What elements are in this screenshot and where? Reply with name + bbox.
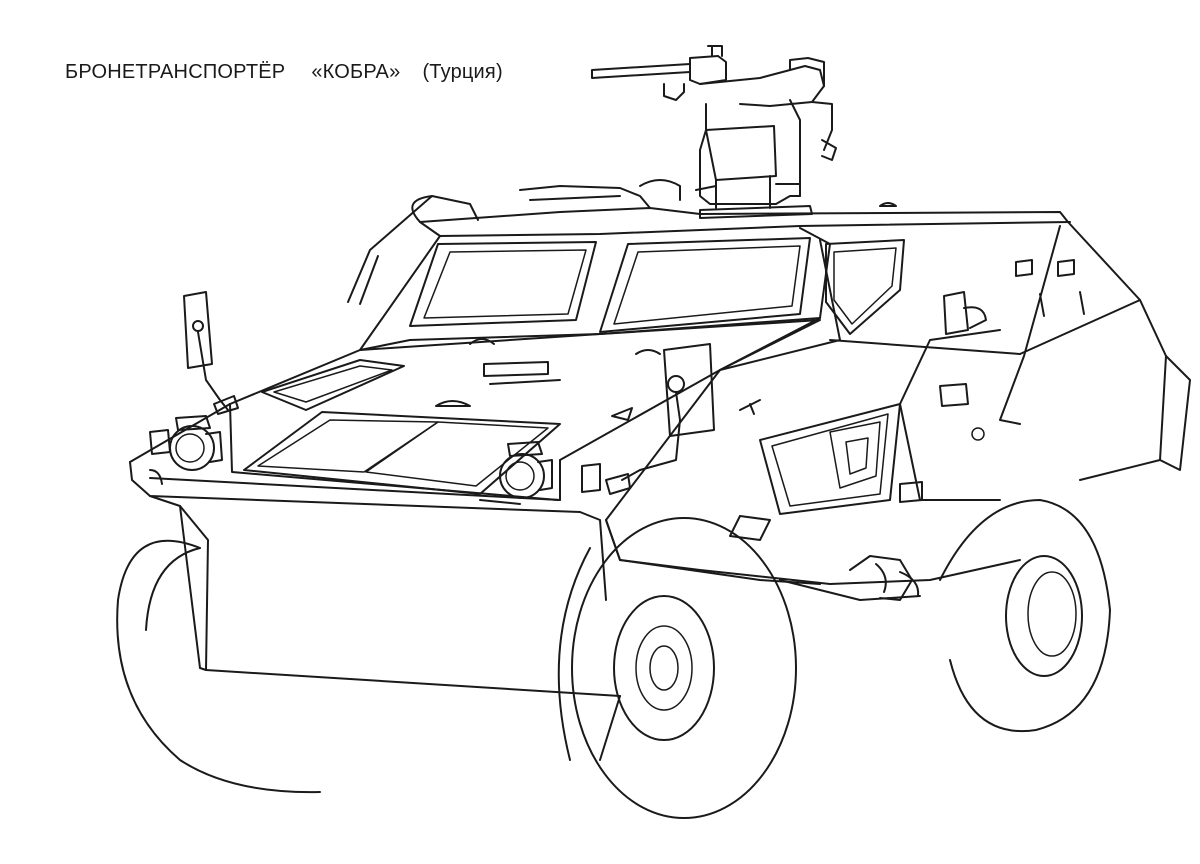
side-hull [605, 221, 1191, 585]
front-bumper [129, 403, 621, 697]
page-caption: БРОНЕТРАНСПОРТЁР «КОБРА» (Турция) [42, 38, 503, 107]
rear-right-wheel [939, 499, 1111, 733]
hull-roof [347, 179, 1071, 305]
front-right-wheel [557, 517, 797, 819]
side-mirrors [183, 291, 715, 495]
vehicle-country-label: (Турция) [422, 61, 503, 83]
vehicle-type-label: БРОНЕТРАНСПОРТЁР [65, 61, 286, 83]
vehicle-name-label: «КОБРА» [311, 61, 401, 83]
underbody-details [779, 555, 921, 601]
headlights [149, 415, 601, 499]
hood [229, 319, 821, 501]
front-left-wheel [116, 539, 321, 794]
turret-machine-gun [591, 45, 837, 219]
